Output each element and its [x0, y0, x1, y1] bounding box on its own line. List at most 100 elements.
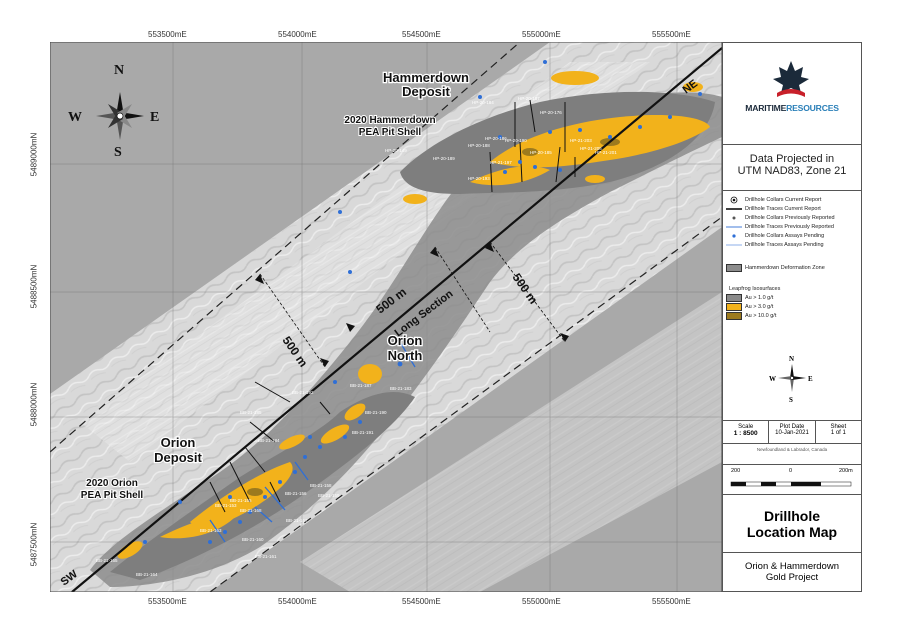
drill-collars: [143, 60, 702, 544]
hillshade-strip-lower: [300, 292, 722, 592]
compass-n: N: [114, 63, 124, 78]
drill-label: HP-20-187: [518, 96, 540, 101]
label-orion-pit: 2020 Orion: [86, 478, 138, 489]
drill-label: BB-21-153: [215, 503, 237, 508]
drill-label: HP-20-185: [530, 150, 552, 155]
compass-w: W: [68, 110, 82, 125]
drill-label: BB-21-191: [352, 430, 374, 435]
coord-top-1: 553500mE: [148, 30, 187, 39]
label-orion-north: Orion: [388, 333, 423, 348]
drill-label: HP-20-176: [540, 110, 562, 115]
legend-isosurfaces-title: Leapfrog Isosurfaces: [729, 285, 781, 292]
coord-left-2: 5488500mN: [29, 264, 39, 309]
drill-label: BB-21-183: [390, 386, 412, 391]
distance-arrows: [259, 241, 566, 368]
coord-top-5: 555500mE: [652, 30, 691, 39]
coord-bottom-2: 554000mE: [278, 597, 317, 606]
map-compass-icon: [96, 92, 144, 140]
legend-au10: Au > 10.0 g/t: [723, 311, 861, 320]
company-name-2: RESOURCES: [786, 103, 839, 113]
drill-labels-orion: BB-21-187 BB-21-183 BB-21-190 BB-21-191 …: [96, 383, 412, 577]
legend-collar-pending: Drillhole Collars Assays Pending: [723, 231, 861, 240]
label-orion-deposit: Orion: [161, 435, 196, 450]
drill-label: HP-21-201: [595, 150, 617, 155]
legend-deformation-zone: Hammerdown Deformation Zone: [723, 263, 861, 272]
drill-label: BB-21-187: [350, 383, 372, 388]
company-name-1: MARITIME: [745, 103, 787, 113]
svg-text:W: W: [769, 375, 776, 383]
compass-s: S: [114, 145, 122, 160]
drill-label: BB-21-156: [285, 491, 307, 496]
legend-trace-current: Drillhole Traces Current Report: [726, 205, 821, 212]
project-box: Orion & Hammerdown Gold Project: [723, 553, 861, 591]
drill-label: BB-21-158: [310, 483, 332, 488]
coord-left-1: 5489000mN: [29, 132, 39, 177]
projection-box: Data Projected in UTM NAD83, Zone 21: [723, 145, 861, 191]
drill-label: BB-21-163: [200, 528, 222, 533]
drill-traces-pending: [209, 341, 416, 543]
coord-left-3: 5488000mN: [29, 382, 39, 427]
label-hammerdown-pit: 2020 Hammerdown: [344, 115, 435, 126]
compass-e: E: [150, 110, 159, 125]
drill-label: BB-21-167: [286, 518, 308, 523]
au3-bodies: [117, 71, 710, 559]
scale-cell: Scale 1 : 8500: [723, 421, 770, 443]
coord-top-3: 554500mE: [402, 30, 441, 39]
drill-label: HP-20-184: [472, 100, 494, 105]
drill-label: BB-21-160: [242, 537, 264, 542]
legend-au1: Au > 1.0 g/t: [723, 293, 861, 302]
svg-text:E: E: [808, 375, 813, 383]
coord-bottom-5: 555500mE: [652, 597, 691, 606]
projection-line-1: Data Projected in: [749, 153, 835, 165]
drill-label: HP-21-197: [490, 160, 512, 165]
scalebar-box: 200 0 200m: [723, 465, 861, 495]
deformation-zone: [90, 92, 722, 587]
projection-line-2: UTM NAD83, Zone 21: [737, 165, 847, 177]
legend-trace-prev: Drillhole Traces Previously Reported: [726, 223, 834, 230]
title-box: Drillhole Location Map: [723, 495, 861, 553]
label-hammerdown-2: Deposit: [402, 84, 450, 99]
drill-labels-hammerdown: HP-20-149 HP-20-187 HP-20-184 HP-20-188 …: [385, 96, 617, 181]
map-canvas[interactable]: HP-20-149 HP-20-187 HP-20-184 HP-20-188 …: [50, 42, 722, 592]
legend-panel: MARITIMERESOURCES Data Projected in UTM …: [722, 42, 862, 592]
legend-box: Drillhole Collars Current Report Drillho…: [723, 191, 861, 421]
scalebar-graphic: [730, 481, 852, 487]
drill-label: HP-20-189: [433, 156, 455, 161]
legend-trace-pending: Drillhole Traces Assays Pending: [726, 241, 824, 248]
label-orion-deposit-2: Deposit: [154, 450, 202, 465]
scalebar-label-zero: 0: [789, 468, 793, 474]
drill-label: BB-21-168: [240, 508, 262, 513]
drill-label: HP-20-193: [468, 176, 490, 181]
panel-compass-icon: N S W E: [769, 355, 813, 404]
drill-label: HP-20-188: [468, 143, 490, 148]
coord-bottom-3: 554500mE: [402, 597, 441, 606]
legend-au3: Au > 3.0 g/t: [723, 302, 861, 311]
drill-label: BB-21-190: [365, 410, 387, 415]
drill-label: HP-20-190: [505, 138, 527, 143]
drill-label: BB-21-164: [136, 572, 158, 577]
coord-top-4: 555000mE: [522, 30, 561, 39]
coord-top-2: 554000mE: [278, 30, 317, 39]
label-orion-pit-2: PEA Pit Shell: [81, 490, 144, 501]
drill-label: HP-21-205: [580, 146, 602, 151]
label-hammerdown: Hammerdown: [383, 70, 469, 85]
drill-label: BB-21-192: [292, 390, 314, 395]
coord-bottom-4: 555000mE: [522, 597, 561, 606]
buffer-lines: [50, 42, 722, 592]
map-title-1: Drillhole: [763, 508, 820, 524]
plot-date-cell: Plot Date 10-Jan-2021: [769, 421, 816, 443]
svg-text:N: N: [789, 355, 794, 363]
legend-collar-prev: Drillhole Collars Previously Reported: [723, 213, 861, 222]
drill-label: BB-21-161: [255, 554, 277, 559]
maritime-logo-icon: [773, 61, 809, 97]
logo-box: MARITIMERESOURCES: [723, 43, 861, 145]
drill-label: BB-21-159: [318, 493, 340, 498]
drill-traces: [209, 99, 576, 513]
scale-box: Scale 1 : 8500 Plot Date 10-Jan-2021 She…: [723, 421, 861, 465]
drill-label: HP-20-186: [485, 136, 507, 141]
project-name-1: Orion & Hammerdown: [745, 561, 839, 572]
coord-bottom-1: 553500mE: [148, 597, 187, 606]
drill-label: BB-21-155: [230, 498, 252, 503]
label-hammerdown-pit-2: PEA Pit Shell: [359, 127, 422, 138]
drill-label: BB-21-165: [96, 558, 118, 563]
